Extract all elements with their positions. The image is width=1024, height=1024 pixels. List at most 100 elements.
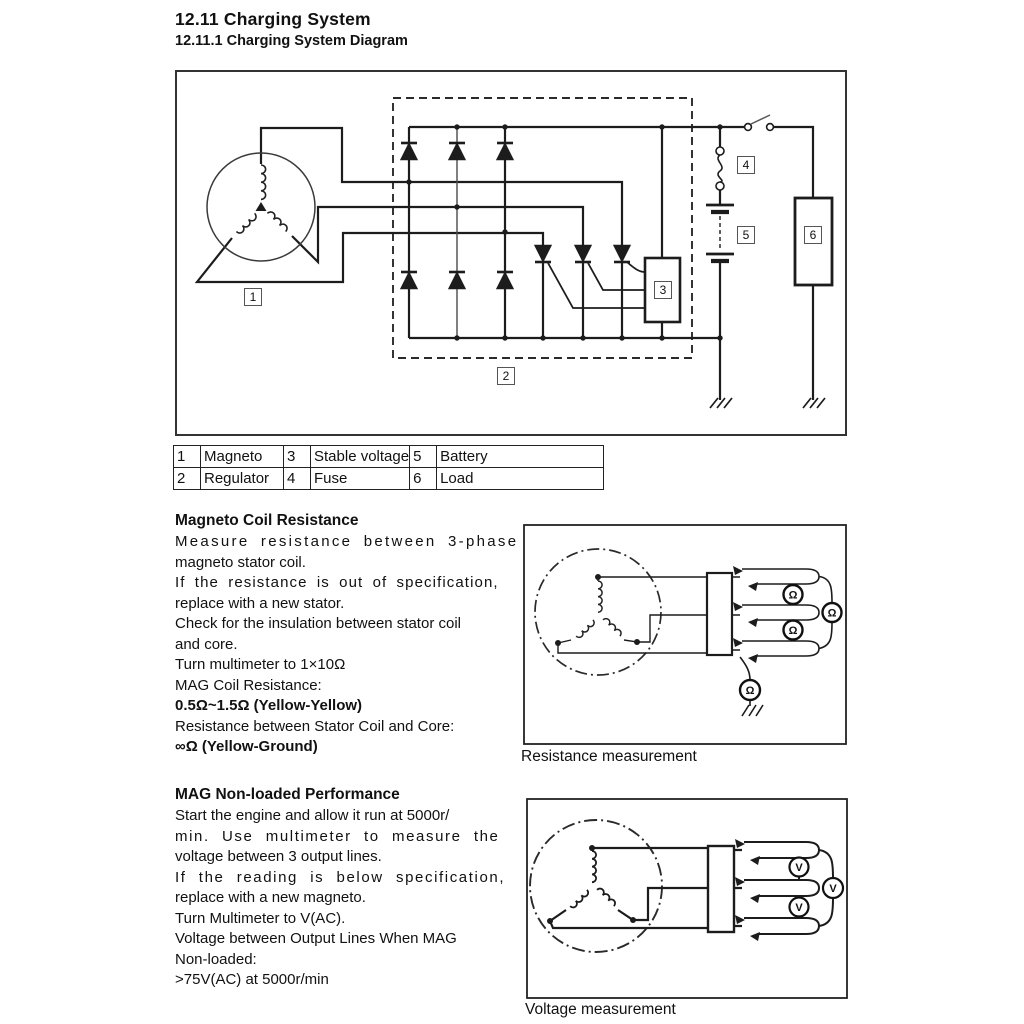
- fuse-terminal-bottom: [715, 181, 725, 191]
- label-box-stable-voltage: [654, 281, 672, 299]
- section-magneto-coil-resistance: Magneto Coil Resistance Measure resistan…: [175, 510, 523, 758]
- connector-stubs: [732, 576, 740, 651]
- volt-meter-icon: [788, 856, 810, 878]
- section-mag-non-loaded-performance: MAG Non-loaded Performance Start the eng…: [175, 784, 523, 991]
- svg-text:Ω: Ω: [789, 625, 798, 637]
- legend-num: 2: [173, 467, 201, 490]
- body-line: Non-loaded:: [175, 950, 257, 968]
- volt-meters: V V V: [788, 856, 845, 918]
- resistance-measurement-figure: Ω Ω Ω Ω: [523, 524, 847, 745]
- label-box-regulator: [497, 367, 515, 385]
- svg-text:Ω: Ω: [828, 608, 837, 620]
- legend-num: 5: [409, 445, 438, 468]
- label-battery: 5: [743, 228, 750, 242]
- rectifier-diodes-bottom: [399, 270, 515, 290]
- rectifier-diodes-top: [399, 141, 515, 161]
- ground-icon: [741, 704, 764, 717]
- legend-name: Magneto: [200, 445, 284, 468]
- voltage-figure-caption: Voltage measurement: [525, 1001, 676, 1018]
- coil-left: [235, 212, 257, 234]
- fuse-element: [717, 154, 723, 183]
- figure-frame: [526, 798, 848, 999]
- component-labels: 1 2 3 4 5 6: [244, 156, 822, 385]
- coil-left: [569, 889, 590, 909]
- switch-contact-left: [743, 122, 753, 132]
- stator-coils: [575, 580, 622, 639]
- body-line: replace with a new stator.: [175, 594, 345, 612]
- legend-name: Stable voltage: [309, 445, 411, 468]
- ground-lead: [739, 656, 751, 681]
- label-magneto: 1: [250, 290, 257, 304]
- body-line: Check for the insulation between stator …: [175, 615, 461, 632]
- phase3-wire: [194, 231, 545, 284]
- label-fuse: 4: [743, 158, 750, 172]
- connector-block: [706, 844, 736, 934]
- body-line: MAG Coil Resistance:: [175, 676, 322, 694]
- magneto-circle: [206, 152, 316, 262]
- ohm-meters: Ω Ω Ω Ω: [738, 583, 843, 702]
- switch-to-load-wire: [772, 125, 815, 198]
- scr-gate-wires: [547, 261, 646, 309]
- coil-left: [575, 619, 595, 639]
- legend-name: Fuse: [309, 467, 411, 490]
- volt-meter-icon: [821, 876, 845, 900]
- table-row: 2 Regulator 4 Fuse 6 Load: [173, 467, 605, 490]
- switch-lever: [750, 114, 771, 125]
- svg-text:Ω: Ω: [789, 590, 798, 602]
- page-subtitle: 12.11.1 Charging System Diagram: [175, 33, 408, 49]
- svg-text:V: V: [829, 883, 837, 895]
- scr-columns: [541, 262, 624, 338]
- figure-frame: [523, 524, 847, 745]
- section-heading: MAG Non-loaded Performance: [175, 786, 400, 803]
- legend-table: 1 Magneto 3 Stable voltage 5 Battery 2 R…: [173, 445, 605, 490]
- label-box-battery: [737, 226, 755, 244]
- phase2-wire: [291, 205, 585, 265]
- legend-num: 6: [409, 467, 438, 490]
- body-line: magneto stator coil.: [175, 553, 306, 571]
- stator-coils: [235, 164, 288, 234]
- body-line: and core.: [175, 635, 238, 653]
- body-line: Voltage between Output Lines When MAG: [175, 930, 457, 947]
- lead-tips: [735, 839, 760, 941]
- legend-num: 4: [283, 467, 311, 490]
- legend-name: Regulator: [200, 467, 284, 490]
- volt-meter-icon: [788, 896, 810, 918]
- phase1-wire: [259, 126, 624, 245]
- coil-top: [597, 580, 603, 613]
- table-row: 1 Magneto 3 Stable voltage 5 Battery: [173, 445, 605, 468]
- coil-right: [266, 211, 288, 233]
- coil-right: [596, 887, 616, 907]
- label-box-load: [804, 226, 822, 244]
- body-line: If the resistance is out of specificatio…: [175, 574, 499, 591]
- battery: [706, 203, 734, 264]
- magneto: [206, 152, 316, 262]
- voltage-measurement-figure: V V V: [526, 798, 848, 999]
- label-box-magneto: [244, 288, 262, 306]
- magneto-dashdot-circle: [534, 548, 662, 676]
- label-regulator: 2: [503, 369, 510, 383]
- coil-top: [591, 850, 597, 884]
- legend-name: Load: [436, 467, 605, 490]
- stator-coils: [569, 850, 616, 909]
- spec-value-line: ∞Ω (Yellow-Ground): [175, 738, 318, 755]
- body-line: Turn Multimeter to V(AC).: [175, 909, 346, 927]
- fuse: [715, 146, 725, 191]
- coil-terminal-dots: [555, 574, 640, 646]
- label-box-fuse: [737, 156, 755, 174]
- legend-name: Battery: [436, 445, 605, 468]
- ground-symbols: [709, 397, 826, 409]
- switch: [743, 114, 775, 132]
- connector-stubs: [734, 848, 742, 928]
- ground-icon: [709, 397, 733, 409]
- coil-top: [260, 164, 267, 201]
- lead-tips: [733, 566, 758, 663]
- ohm-meter-icon: [821, 601, 843, 624]
- scr-icon: [533, 244, 553, 263]
- circuit-wires: [194, 125, 815, 400]
- body-line: Measure resistance between 3-phase: [175, 533, 519, 550]
- ohm-meter-icon: [782, 583, 804, 606]
- stable-voltage-box: [643, 256, 682, 324]
- resistance-figure-caption: Resistance measurement: [521, 748, 697, 765]
- label-stable-voltage: 3: [660, 283, 667, 297]
